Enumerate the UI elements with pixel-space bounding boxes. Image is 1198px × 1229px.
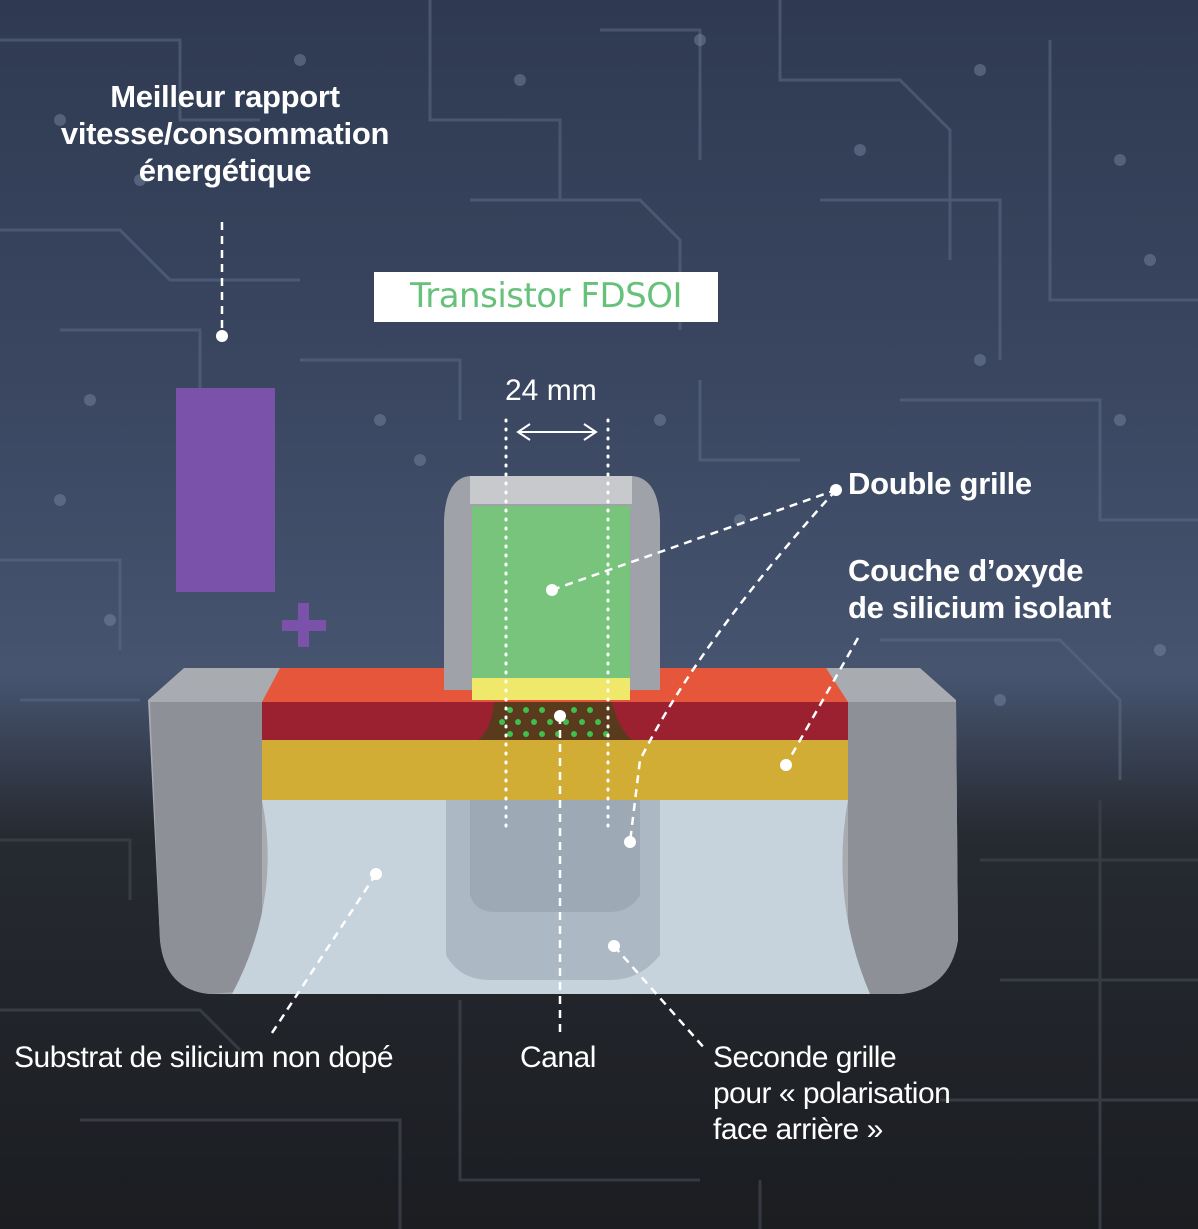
substrate-label: Substrat de silicium non dopé [14,1041,394,1074]
dimension-lines [504,418,610,832]
annotation-line: énergétique [138,153,312,189]
speed-power-annotation: Meilleur rapport vitesse/consommation én… [30,78,420,190]
purple-bar [176,388,275,592]
channel-region [478,702,632,740]
channel-dots [499,707,609,737]
annotation-line: Couche d’oxyde [848,553,1084,588]
annotation-line: de silicium isolant [848,590,1112,626]
leader-lines [220,222,860,1051]
leader-dots [216,330,842,952]
gate-base [472,678,630,700]
dimension-arrow [516,423,598,441]
annotation-line: pour « polarisation [713,1077,951,1110]
title-box: Transistor FDSOI [374,272,718,322]
annotation-line: Seconde grille [713,1041,897,1074]
double-gate-label: Double grille [848,466,1032,501]
diagram-title: Transistor FDSOI [409,276,683,316]
oxide-layer-label: Couche d’oxyde de silicium isolant [848,552,1111,626]
annotation-line: face arrière » [713,1113,883,1146]
oxide-layer [262,740,848,800]
annotation-line: Meilleur rapport [110,79,340,114]
channel-label: Canal [520,1041,596,1074]
annotation-line: vitesse/consommation [60,116,390,152]
dimension-label: 24 mm [505,374,597,407]
plus-icon [282,603,326,647]
back-gate-label: Seconde grille pour « polarisation face … [713,1040,1013,1148]
